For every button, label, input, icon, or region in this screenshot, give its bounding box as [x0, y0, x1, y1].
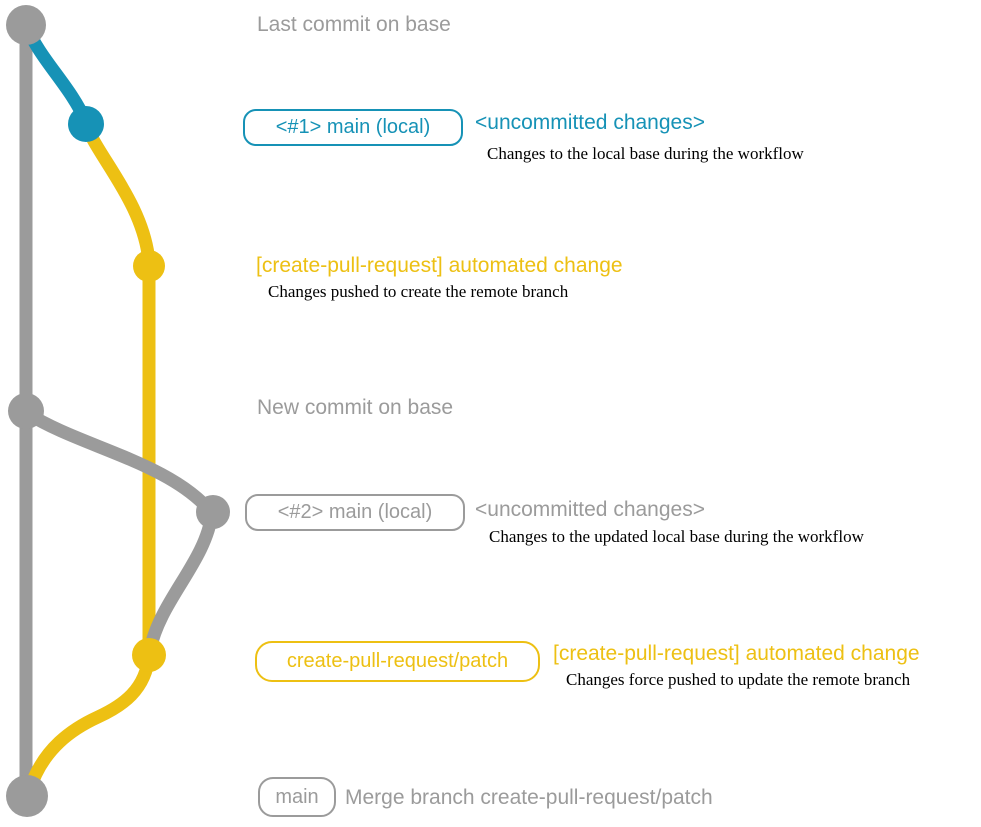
uncommitted-changes-label-1: <uncommitted changes>: [475, 111, 705, 134]
branch-badge-main-local-2: <#2> main (local): [245, 494, 465, 531]
automated-change-desc-2: Changes force pushed to update the remot…: [566, 670, 911, 689]
commit-node-automated-change-1: [133, 250, 165, 282]
patch-branch-line: [79, 117, 156, 662]
branch-badge-main-text: main: [275, 785, 319, 808]
automated-change-title-1: [create-pull-request] automated change: [256, 254, 623, 277]
merge-branch-label: Merge branch create-pull-request/patch: [345, 786, 713, 809]
commit-node-automated-change-2: [132, 638, 166, 672]
commit-graph: [6, 5, 230, 817]
commit-node-new-base: [8, 393, 44, 429]
commit-node-uncommitted-2: [196, 495, 230, 529]
automated-change-desc-1: Changes pushed to create the remote bran…: [268, 282, 569, 301]
branch-badge-main-local-1-text: <#1> main (local): [275, 116, 431, 138]
branch-badge-main-local-1: <#1> main (local): [243, 109, 463, 146]
uncommitted-changes-label-2: <uncommitted changes>: [475, 498, 705, 521]
commit-node-last-base: [6, 5, 46, 45]
branch-badge-patch: create-pull-request/patch: [255, 641, 540, 682]
branch-badge-patch-text: create-pull-request/patch: [286, 650, 509, 672]
merge-into-base-edge: [22, 648, 156, 799]
commit-node-merge: [6, 775, 48, 817]
branch-badge-main: main: [258, 777, 336, 817]
uncommitted-changes-desc-2: Changes to the updated local base during…: [489, 527, 864, 546]
uncommitted-changes-desc-1: Changes to the local base during the wor…: [487, 144, 804, 163]
branch-badge-main-local-2-text: <#2> main (local): [277, 501, 433, 523]
automated-change-title-2: [create-pull-request] automated change: [553, 642, 920, 665]
new-base-to-local-edge: [20, 406, 219, 520]
commit-node-uncommitted-1: [68, 106, 104, 142]
new-commit-on-base-label: New commit on base: [257, 396, 454, 419]
last-commit-on-base-label: Last commit on base: [257, 13, 451, 36]
force-push-update-edge: [143, 506, 219, 657]
